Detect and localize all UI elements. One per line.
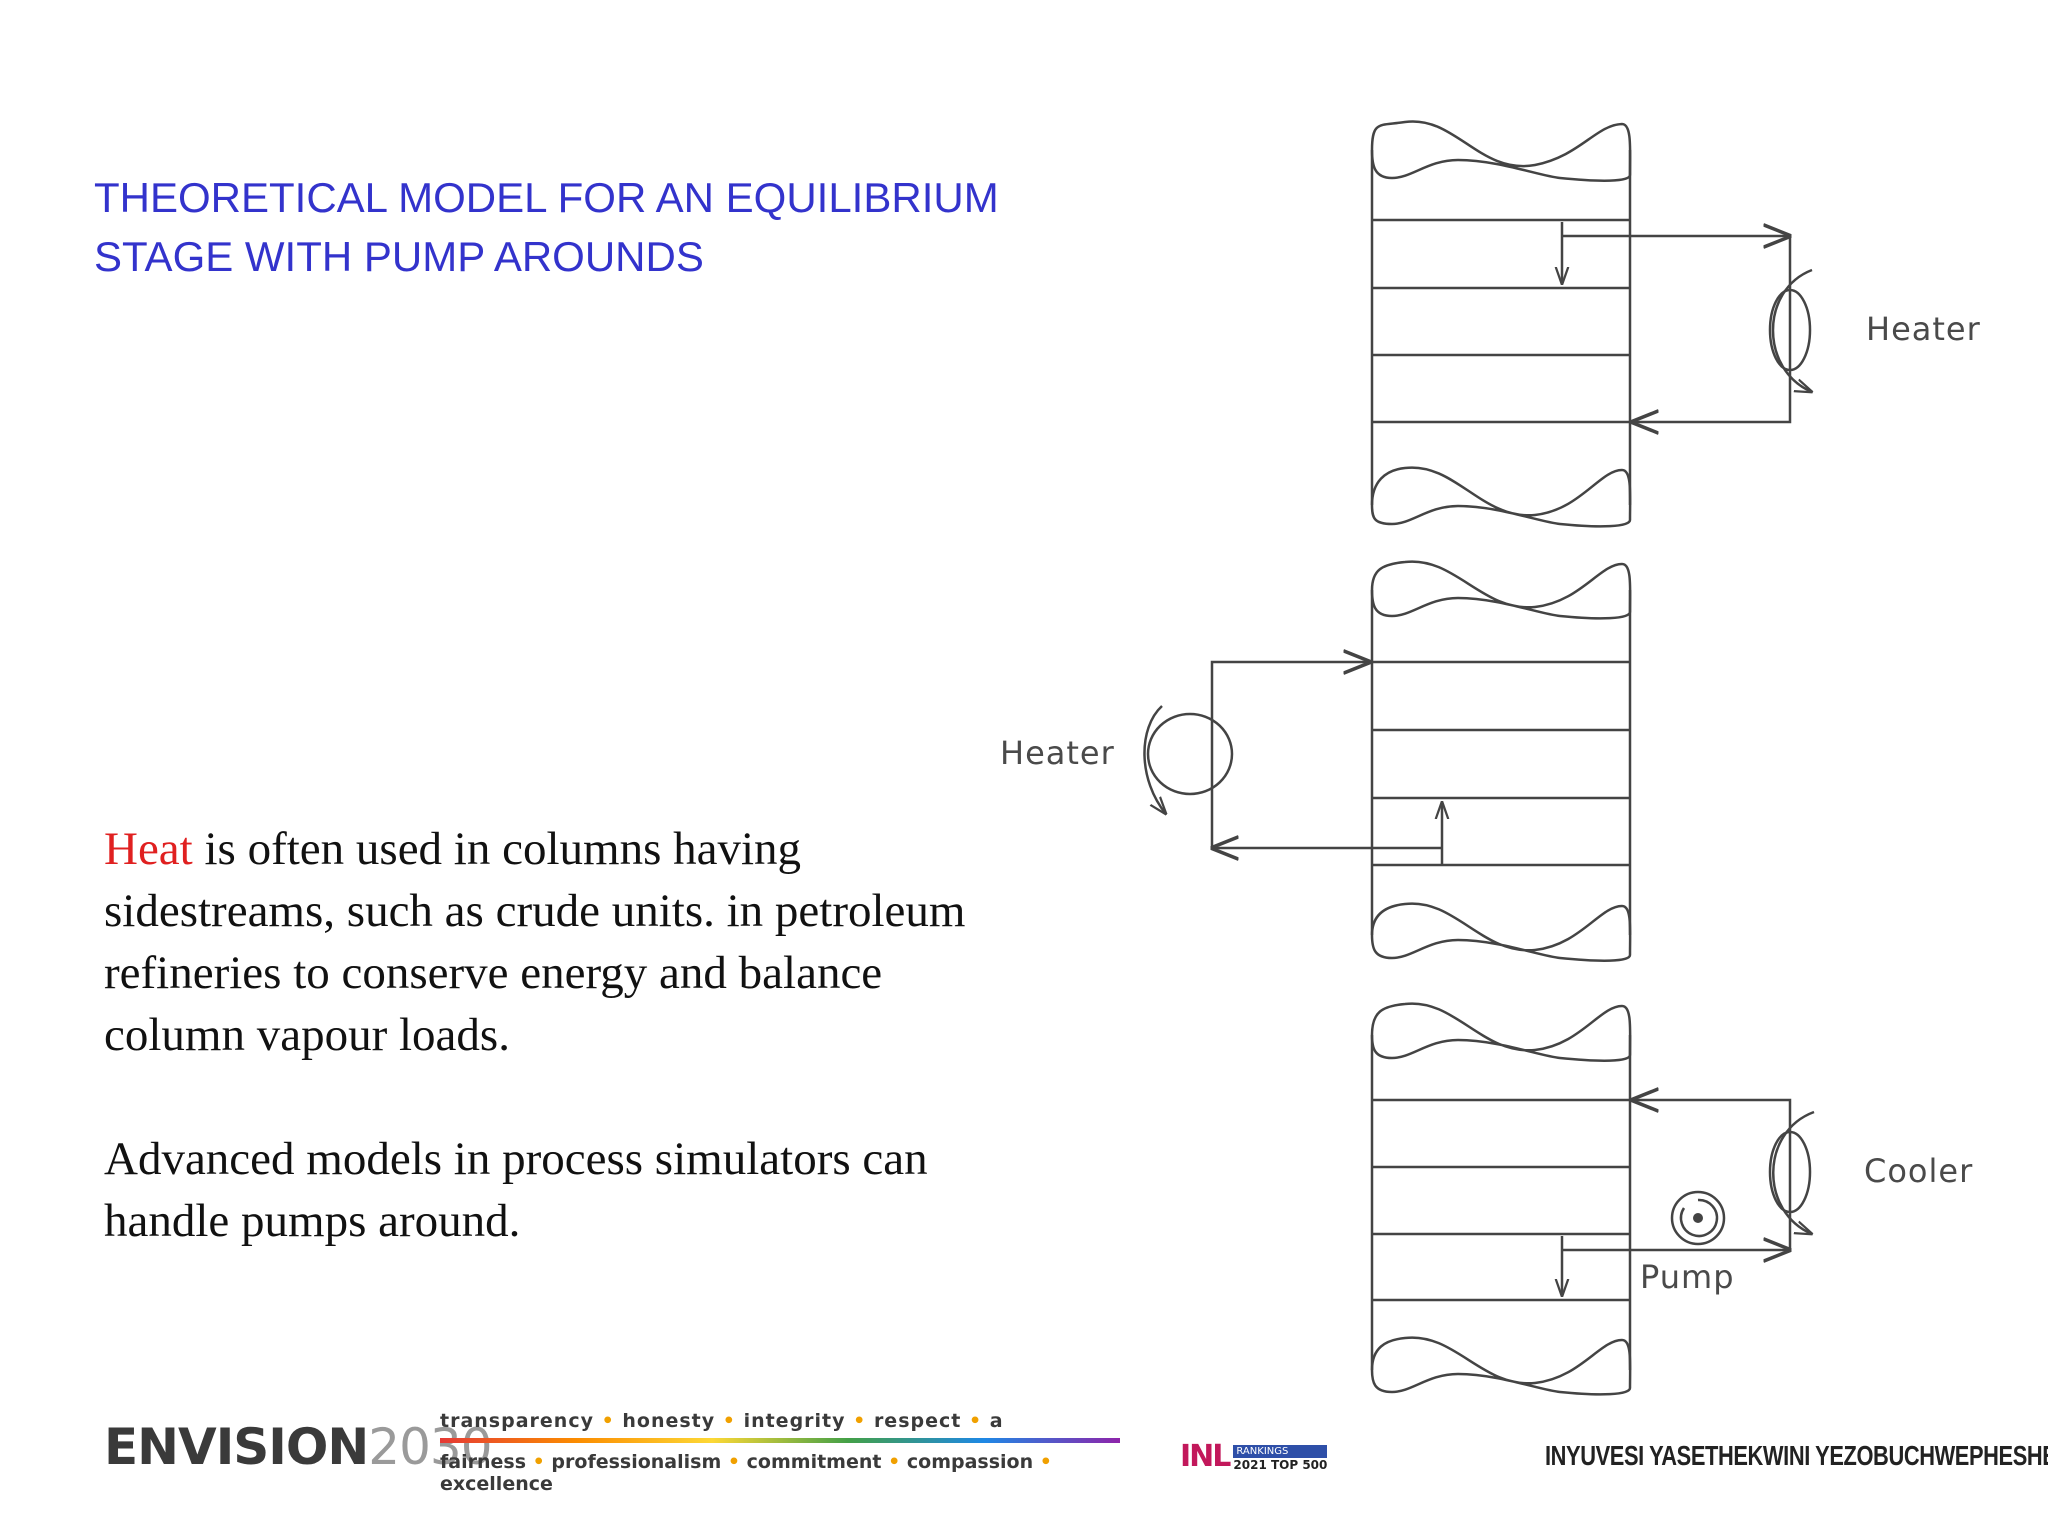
bottom-pumparound-return <box>1632 1100 1792 1250</box>
bottom-column-break-bottom <box>1370 1336 1632 1396</box>
top-column-section <box>1370 120 1812 528</box>
bottom-column-break-top <box>1370 1002 1632 1062</box>
envision-logo-main: ENVISION <box>104 1418 369 1476</box>
middle-pumparound-return <box>1210 662 1370 848</box>
paragraph-heat: Heat is often used in columns having sid… <box>104 818 984 1066</box>
top-heater-symbol <box>1768 268 1812 392</box>
core-values-line-2: fairness • professionalism • commitment … <box>440 1451 1052 1495</box>
envision-logo: ENVISION2030 <box>104 1418 493 1476</box>
top-pumparound-return <box>1632 236 1792 422</box>
highlight-word: Heat <box>104 823 193 875</box>
middle-column-break-top <box>1370 560 1632 620</box>
envision-logo-year: 2030 <box>368 1418 492 1476</box>
slide-title-line-1: THEORETICAL MODEL FOR AN EQUILIBRIUM <box>94 174 999 221</box>
top-heater-label: Heater <box>1866 310 1981 348</box>
bottom-cooler-symbol <box>1768 1110 1814 1234</box>
middle-heater-label: Heater <box>1000 734 1115 772</box>
pump-label: Pump <box>1640 1258 1735 1296</box>
cooler-label: Cooler <box>1864 1152 1973 1190</box>
top-column-break-bottom <box>1370 466 1632 528</box>
university-name: INYUVESI YASETHEKWINI YEZOBUCHWEPHESHE <box>1545 1440 2048 1471</box>
core-values-line-1: transparency • honesty • integrity • res… <box>440 1410 1004 1432</box>
top-column-break-top <box>1370 120 1632 182</box>
core-values: transparency • honesty • integrity • res… <box>440 1410 1120 1495</box>
rankings-label: RANKINGS <box>1233 1445 1328 1458</box>
middle-heater-symbol <box>1143 705 1234 814</box>
bottom-column-section <box>1370 1002 1814 1396</box>
paragraph-heat-rest: is often used in columns having sidestre… <box>104 823 966 1061</box>
bottom-pump-symbol <box>1670 1190 1726 1246</box>
slide-title-line-2: STAGE WITH PUMP AROUNDS <box>94 233 704 280</box>
body-text: Heat is often used in columns having sid… <box>104 818 984 1252</box>
middle-column-section <box>1143 560 1632 962</box>
rankings-mark: INL <box>1180 1439 1231 1474</box>
core-values-rainbow-bar <box>440 1438 1120 1443</box>
middle-column-break-bottom <box>1370 902 1632 962</box>
rankings-badge: INL RANKINGS 2021 TOP 500 <box>1180 1439 1328 1474</box>
rankings-text: 2021 TOP 500 <box>1233 1458 1328 1472</box>
paragraph-advanced-models: Advanced models in process simulators ca… <box>104 1133 928 1247</box>
slide-title: THEORETICAL MODEL FOR AN EQUILIBRIUM STA… <box>94 168 999 286</box>
